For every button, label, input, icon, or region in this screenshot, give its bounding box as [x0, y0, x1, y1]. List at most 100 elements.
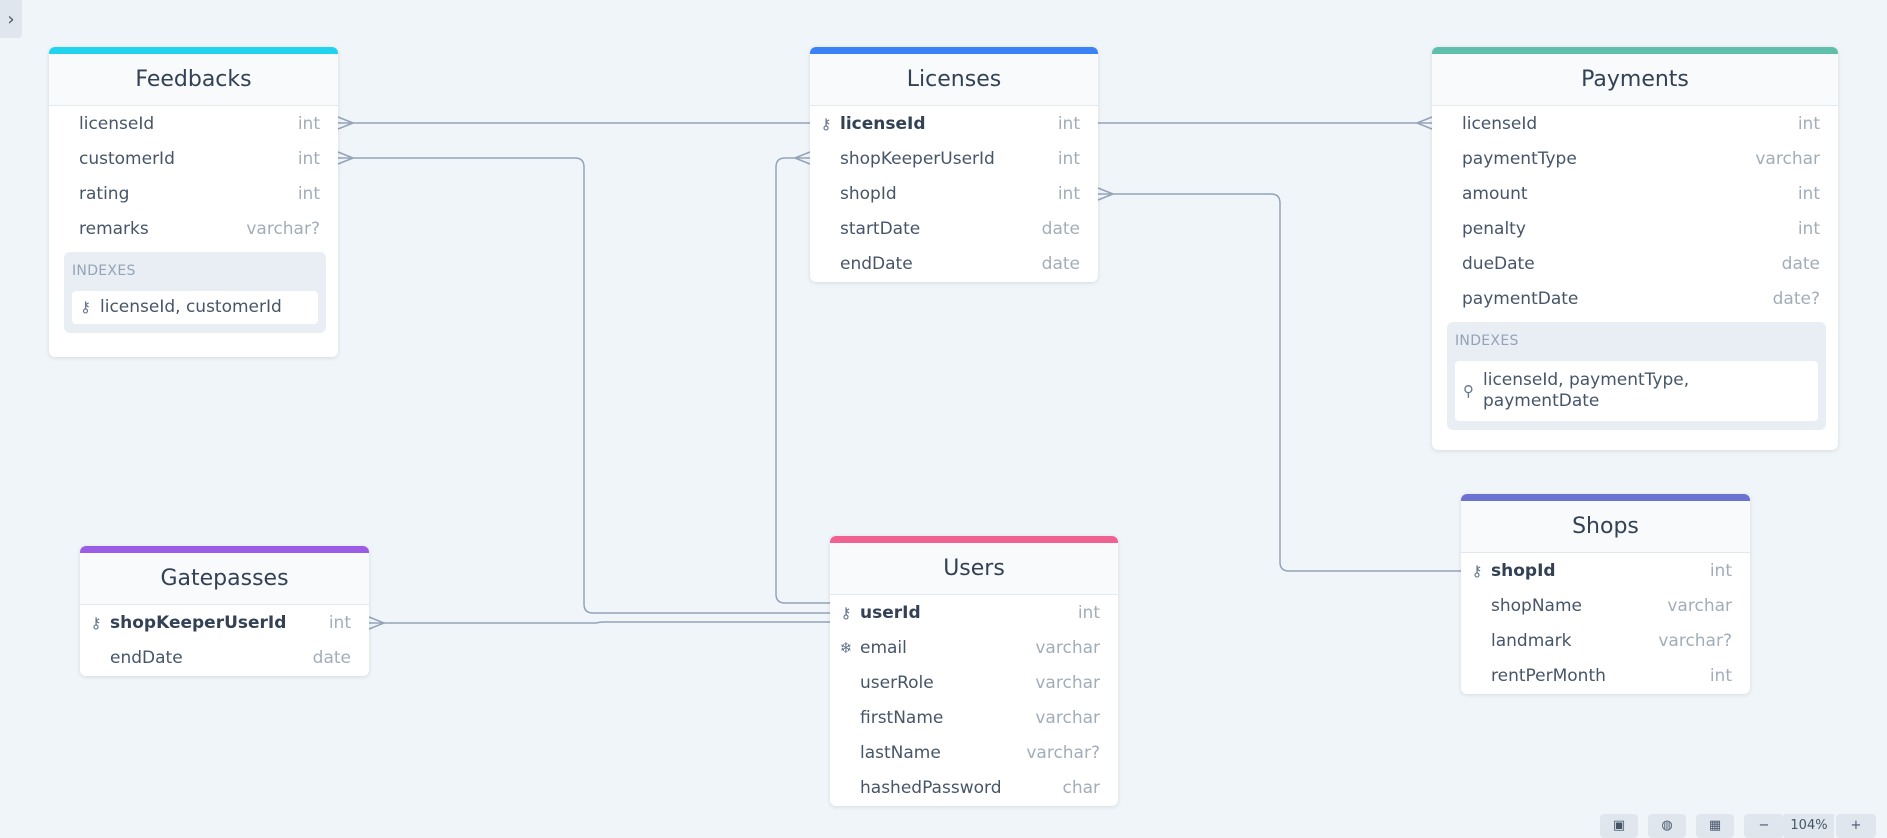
globe-icon: ◍ [1661, 818, 1673, 833]
rel-gatepasses-users [369, 621, 830, 624]
field-row[interactable]: paymentType varchar [1432, 141, 1838, 176]
indexes-section: INDEXES ⚷ licenseId, customerId [64, 252, 326, 333]
field-row[interactable]: ❄ email varchar [830, 630, 1118, 665]
field-row[interactable]: paymentDate date? [1432, 281, 1838, 316]
key-icon: ⚷ [90, 613, 102, 632]
field-type: char [1062, 777, 1100, 798]
field-name: rating [79, 183, 130, 204]
table-title: Users [830, 543, 1118, 595]
field-row[interactable]: licenseId int [49, 106, 338, 141]
layout-button[interactable]: ▦ [1696, 814, 1734, 838]
field-row[interactable]: amount int [1432, 176, 1838, 211]
table-feedbacks[interactable]: Feedbacks licenseId int customerId int r… [49, 47, 338, 357]
field-row[interactable]: customerId int [49, 141, 338, 176]
field-type: int [1797, 183, 1820, 204]
field-row[interactable]: ⚷ shopId int [1461, 553, 1750, 588]
field-type: int [297, 183, 320, 204]
field-row[interactable]: endDate date [80, 640, 369, 675]
table-licenses[interactable]: Licenses ⚷ licenseId int shopKeeperUserI… [810, 47, 1098, 282]
field-name: licenseId [79, 113, 155, 134]
field-name: shopId [840, 183, 897, 204]
zoom-in-button[interactable]: + [1836, 814, 1876, 838]
table-users[interactable]: Users ⚷ userId int ❄ email varchar userR… [830, 536, 1118, 806]
field-type: date [1041, 218, 1080, 239]
table-gatepasses[interactable]: Gatepasses ⚷ shopKeeperUserId int endDat… [80, 546, 369, 676]
field-name: hashedPassword [860, 777, 1002, 798]
field-row[interactable]: userRole varchar [830, 665, 1118, 700]
table-payments[interactable]: Payments licenseId int paymentType varch… [1432, 47, 1838, 450]
field-row[interactable]: lastName varchar? [830, 735, 1118, 770]
table-accent-bar [810, 47, 1098, 54]
field-row[interactable]: penalty int [1432, 211, 1838, 246]
field-type: int [297, 113, 320, 134]
field-row[interactable]: licenseId int [1432, 106, 1838, 141]
key-icon: ⚷ [1471, 561, 1483, 580]
field-name: remarks [79, 218, 149, 239]
table-accent-bar [1461, 494, 1750, 501]
field-row[interactable]: landmark varchar? [1461, 623, 1750, 658]
zoom-out-button[interactable]: − [1744, 814, 1784, 838]
field-type: date? [1772, 288, 1820, 309]
field-type: varchar [1755, 148, 1820, 169]
rel-feedbacks-users-crowfoot [337, 151, 354, 165]
field-type: varchar [1035, 707, 1100, 728]
table-title: Licenses [810, 54, 1098, 106]
field-row[interactable]: startDate date [810, 211, 1098, 246]
rel-gatepasses-users-crowfoot [368, 616, 385, 630]
field-row[interactable]: shopId int [810, 176, 1098, 211]
field-name: lastName [860, 742, 941, 763]
field-type: date [1781, 253, 1820, 274]
plus-icon: + [1850, 818, 1862, 833]
field-name: userRole [860, 672, 934, 693]
table-shops[interactable]: Shops ⚷ shopId int shopName varchar land… [1461, 494, 1750, 694]
field-name: email [860, 637, 907, 658]
index-row[interactable]: ⚲ licenseId, paymentType, paymentDate [1455, 361, 1818, 421]
rel-licenses-payments-crowfoot [1416, 116, 1433, 130]
grid-icon: ▦ [1708, 818, 1722, 833]
field-row[interactable]: rentPerMonth int [1461, 658, 1750, 693]
globe-button[interactable]: ◍ [1648, 814, 1686, 838]
field-row[interactable]: shopName varchar [1461, 588, 1750, 623]
field-type: int [328, 612, 351, 633]
field-type: int [297, 148, 320, 169]
key-icon: ⚷ [820, 114, 832, 133]
field-type: varchar? [1026, 742, 1100, 763]
minimap-button[interactable]: ▣ [1600, 814, 1638, 838]
sidebar-toggle-button[interactable]: › [0, 0, 22, 38]
field-type: varchar [1667, 595, 1732, 616]
field-row[interactable]: dueDate date [1432, 246, 1838, 281]
index-row[interactable]: ⚷ licenseId, customerId [72, 291, 318, 324]
rel-feedbacks-users [338, 157, 830, 614]
field-name: startDate [840, 218, 921, 239]
field-row[interactable]: ⚷ userId int [830, 595, 1118, 630]
field-name: customerId [79, 148, 175, 169]
field-row[interactable]: ⚷ licenseId int [810, 106, 1098, 141]
field-type: int [1797, 218, 1820, 239]
field-row[interactable]: rating int [49, 176, 338, 211]
field-row[interactable]: remarks varchar? [49, 211, 338, 246]
field-name: shopKeeperUserId [110, 612, 287, 633]
field-row[interactable]: shopKeeperUserId int [810, 141, 1098, 176]
field-type: varchar [1035, 672, 1100, 693]
zoom-level: 104% [1784, 814, 1834, 838]
table-title: Payments [1432, 54, 1838, 106]
index-columns: licenseId, paymentType, paymentDate [1483, 370, 1690, 411]
field-type: int [1057, 113, 1080, 134]
unique-icon: ❄ [839, 638, 853, 657]
field-name: endDate [110, 647, 183, 668]
field-name: penalty [1462, 218, 1526, 239]
field-name: licenseId [1462, 113, 1538, 134]
minus-icon: − [1758, 818, 1770, 833]
field-type: int [1057, 183, 1080, 204]
field-row[interactable]: ⚷ shopKeeperUserId int [80, 605, 369, 640]
field-row[interactable]: firstName varchar [830, 700, 1118, 735]
field-name: landmark [1491, 630, 1572, 651]
field-type: varchar [1035, 637, 1100, 658]
field-type: int [1709, 560, 1732, 581]
field-row[interactable]: hashedPassword char [830, 770, 1118, 805]
field-row[interactable]: endDate date [810, 246, 1098, 281]
field-name: amount [1462, 183, 1528, 204]
rel-licenses-shops-crowfoot [1097, 187, 1114, 201]
rel-licenses-users-crowfoot [794, 151, 811, 165]
field-name: rentPerMonth [1491, 665, 1606, 686]
